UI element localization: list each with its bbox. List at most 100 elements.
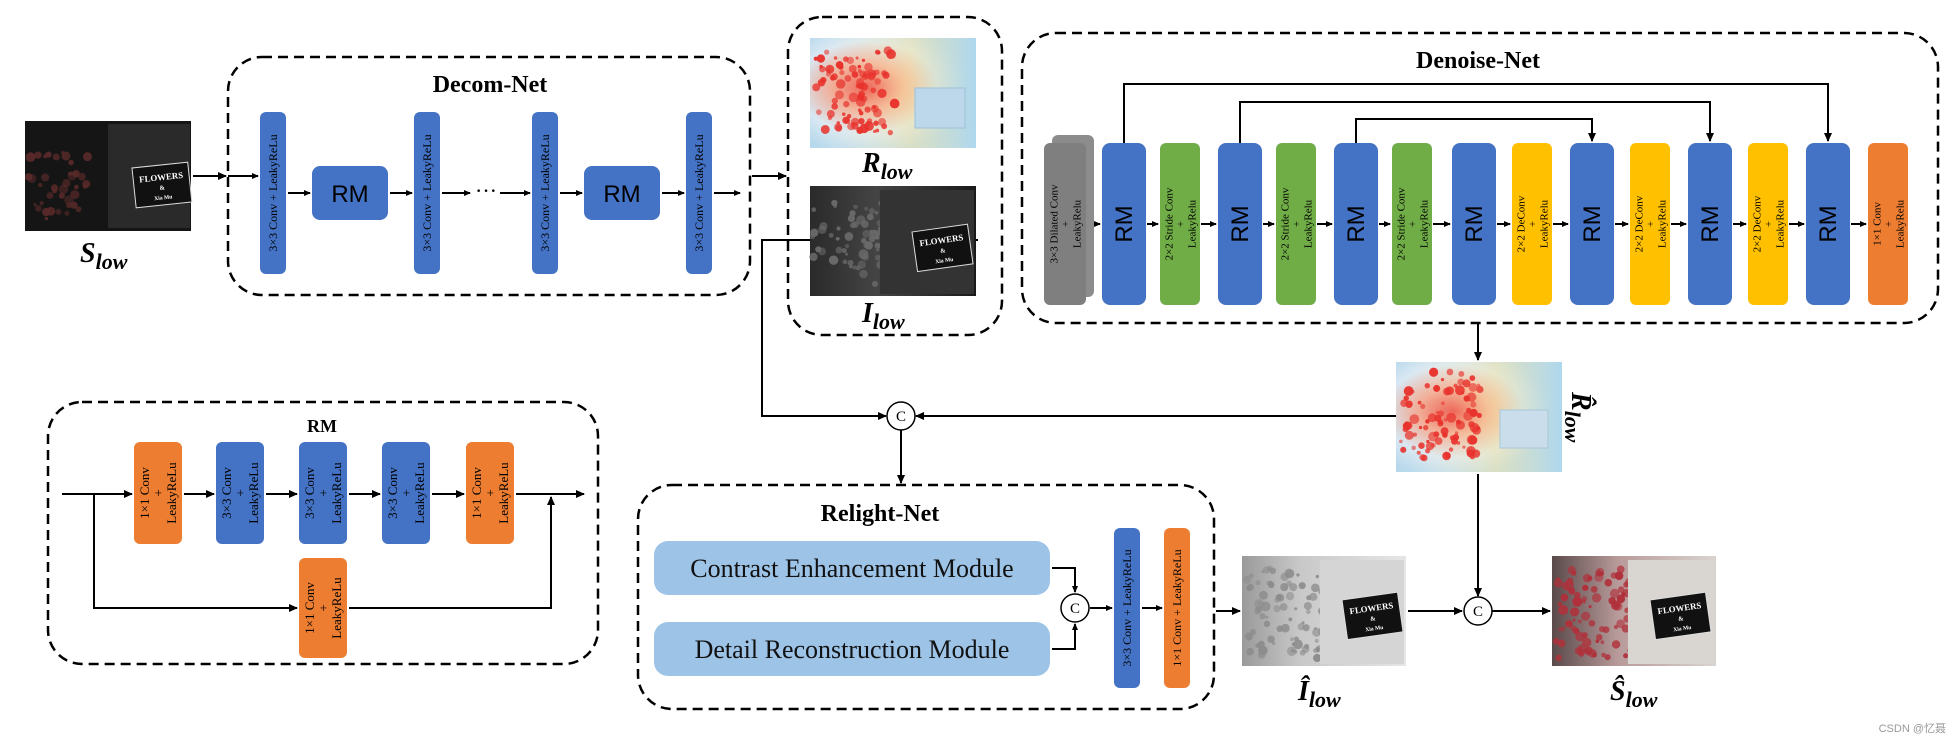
concat-relight-text: C xyxy=(1070,601,1080,617)
rm-detail-shortcut-out xyxy=(349,496,555,609)
relight-net-group xyxy=(636,483,1216,711)
denoise-block-12-deconv-text: + xyxy=(1763,221,1775,227)
rm-detail-block-1-text: + xyxy=(151,489,166,496)
s-low-sign-sub: Xia Mu xyxy=(154,194,173,202)
rm-detail-shortcut-conv1-label: 1×1 Conv+LeakyReLu xyxy=(302,577,344,639)
denoise-block-13-rm-text: RM xyxy=(1815,205,1842,242)
s-low-sign-title: FLOWERS xyxy=(139,170,184,185)
denoise-block-13-rm-label: RM xyxy=(1815,205,1842,242)
denoise-skip-middle xyxy=(1239,101,1714,143)
denoise-block-12-deconv-text: 2×2 DeConv xyxy=(1751,195,1763,252)
decom-conv-2-text: 3×3 Conv + LeakyReLu xyxy=(420,134,434,251)
decom-rm-2 xyxy=(584,166,660,220)
contrast-enhancement-module-text: Contrast Enhancement Module xyxy=(690,554,1013,583)
denoise-dilated-conv-text: LeakyRelu xyxy=(1071,199,1083,248)
relight-conv1 xyxy=(1164,528,1190,688)
decom-conv-2 xyxy=(414,112,440,274)
detail-reconstruction-module-text: Detail Reconstruction Module xyxy=(695,635,1010,664)
rm-detail-block-5-label: 1×1 Conv+LeakyReLu xyxy=(469,462,511,524)
denoise-block-12-deconv xyxy=(1748,143,1788,305)
rm-detail-block-1-text: LeakyReLu xyxy=(164,462,179,524)
rm-detail-block-5-text: + xyxy=(483,489,498,496)
rm-detail-block-4-text: 3×3 Conv xyxy=(385,467,400,519)
denoise-block-6-stride-conv-label: 2×2 Stride Conv+LeakyRelu xyxy=(1395,187,1430,260)
denoise-block-11-rm-label: RM xyxy=(1697,205,1724,242)
denoise-dilated-conv xyxy=(1044,143,1086,305)
denoise-block-6-stride-conv-text: LeakyRelu xyxy=(1418,199,1430,248)
denoise-block-8-deconv-text: + xyxy=(1527,221,1539,227)
denoise-block-5-rm-text: RM xyxy=(1343,205,1370,242)
denoise-block-7-rm xyxy=(1452,143,1496,305)
rm-detail-shortcut-in xyxy=(93,494,298,612)
decom-conv-2-label: 3×3 Conv + LeakyReLu xyxy=(420,134,434,251)
i-hat-low-sign-amp: & xyxy=(1370,615,1377,623)
rm-detail-shortcut-conv1-text: 1×1 Conv xyxy=(302,582,317,634)
s-hat-low-label: Ŝlow xyxy=(1610,676,1658,712)
denoise-block-4-stride-conv-label: 2×2 Stride Conv+LeakyRelu xyxy=(1279,187,1314,260)
denoise-block-6-stride-conv xyxy=(1392,143,1432,305)
detail-to-concat-arrow xyxy=(1052,623,1078,650)
rm-detail-shortcut-conv1-text: + xyxy=(316,604,331,611)
denoise-block-5-rm-label: RM xyxy=(1343,205,1370,242)
rm-detail-block-4 xyxy=(382,442,430,544)
rm-detail-block-5 xyxy=(466,442,514,544)
i-low-sign: FLOWERS&Xia Mu xyxy=(911,223,974,273)
denoise-block-4-stride-conv xyxy=(1276,143,1316,305)
denoise-block-8-deconv-text: LeakyRelu xyxy=(1538,199,1550,248)
i-low-sign-amp: & xyxy=(940,247,947,255)
concat-top-text: C xyxy=(896,409,906,425)
s-low-sign-amp: & xyxy=(159,184,166,192)
rm-detail-block-2-text: + xyxy=(233,489,248,496)
i-hat-low-label: Îlow xyxy=(1297,676,1341,712)
relight-conv1-label: 1×1 Conv + LeakyReLu xyxy=(1170,549,1184,666)
rm-detail-block-3-label: 3×3 Conv+LeakyReLu xyxy=(302,462,344,524)
rm-detail-shortcut-conv1-text: LeakyReLu xyxy=(329,577,344,639)
watermark: CSDN @忆聂 xyxy=(1879,722,1946,735)
denoise-block-4-stride-conv-text: LeakyRelu xyxy=(1302,199,1314,248)
denoise-block-11-rm-text: RM xyxy=(1697,205,1724,242)
concat-top xyxy=(886,401,916,431)
denoise-block-7-rm-label: RM xyxy=(1461,205,1488,242)
denoise-block-8-deconv-label: 2×2 DeConv+LeakyRelu xyxy=(1515,195,1550,252)
denoise-block-14-conv1-text: 1×1 Conv xyxy=(1871,202,1883,246)
denoise-block-10-deconv-text: LeakyRelu xyxy=(1656,199,1668,248)
decom-conv-1-label: 3×3 Conv + LeakyReLu xyxy=(266,134,280,251)
rm-detail-block-2-text: 3×3 Conv xyxy=(219,467,234,519)
denoise-net-group xyxy=(1020,31,1940,325)
relight-conv3-label: 3×3 Conv + LeakyReLu xyxy=(1120,549,1134,666)
denoise-dilated-conv-text: + xyxy=(1060,221,1072,227)
r-low-flowers xyxy=(812,46,900,136)
decom-conv-3-text: 3×3 Conv + LeakyReLu xyxy=(538,134,552,251)
denoise-block-1-rm-text: RM xyxy=(1111,205,1138,242)
s-hat-low-sign-amp: & xyxy=(1678,615,1685,623)
denoise-net-title: Denoise-Net xyxy=(1416,48,1540,74)
rm-detail-block-1-label: 1×1 Conv+LeakyReLu xyxy=(137,462,179,524)
denoise-block-1-rm-label: RM xyxy=(1111,205,1138,242)
r-hat-low-flowers xyxy=(1399,367,1484,462)
decom-net-group xyxy=(226,55,752,297)
rm-detail-block-2-label: 3×3 Conv+LeakyReLu xyxy=(219,462,261,524)
rm-detail-block-4-text: LeakyReLu xyxy=(412,462,427,524)
denoise-skip-inner xyxy=(1355,118,1596,143)
rm-detail-title: RM xyxy=(307,416,337,436)
decom-conv-3 xyxy=(532,112,558,274)
decom-conv-1-text: 3×3 Conv + LeakyReLu xyxy=(266,134,280,251)
denoise-block-4-stride-conv-text: + xyxy=(1291,221,1303,227)
denoise-block-8-deconv xyxy=(1512,143,1552,305)
rm-detail-block-5-text: 1×1 Conv xyxy=(469,467,484,519)
denoise-block-11-rm xyxy=(1688,143,1732,305)
rm-detail-block-2 xyxy=(216,442,264,544)
relight-net-title: Relight-Net xyxy=(821,501,940,527)
denoise-block-14-conv1-text: LeakyRelu xyxy=(1894,199,1906,248)
denoise-block-14-conv1-label: 1×1 Conv+LeakyRelu xyxy=(1871,199,1906,248)
relight-conv1-text: 1×1 Conv + LeakyReLu xyxy=(1170,549,1184,666)
denoise-block-6-stride-conv-text: 2×2 Stride Conv xyxy=(1395,187,1407,260)
denoise-block-13-rm xyxy=(1806,143,1850,305)
rm-detail-block-2-text: LeakyReLu xyxy=(246,462,261,524)
rm-detail-group xyxy=(46,400,600,666)
denoise-block-9-rm-label: RM xyxy=(1579,205,1606,242)
denoise-block-12-deconv-label: 2×2 DeConv+LeakyRelu xyxy=(1751,195,1786,252)
i-low-label: Ilow xyxy=(861,298,905,334)
r-hat-low-sign xyxy=(1499,409,1549,449)
